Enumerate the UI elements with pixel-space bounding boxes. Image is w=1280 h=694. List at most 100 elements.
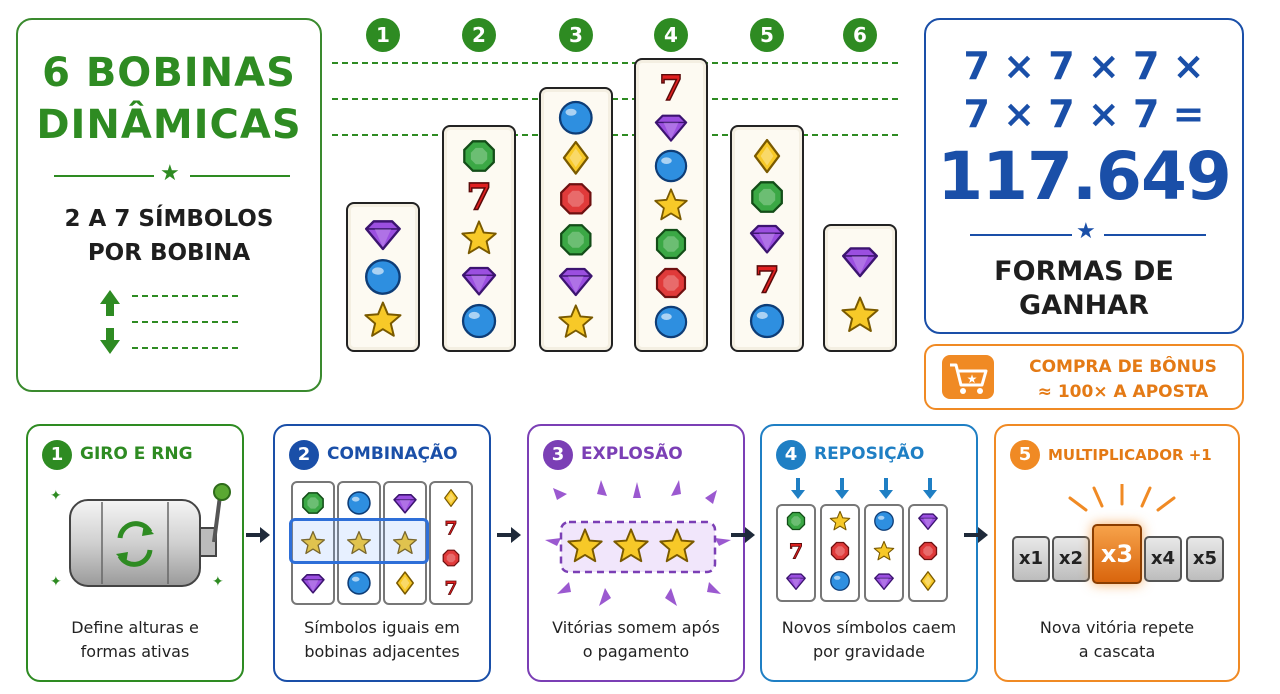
star-icon: ★ — [1076, 219, 1096, 244]
reels-subtitle-line2: POR BOBINA — [87, 240, 251, 266]
reel-symbol-orb-blue-icon — [363, 257, 403, 297]
svg-text:7: 7 — [466, 178, 491, 216]
reel-symbol-orb-blue-icon — [557, 99, 595, 137]
arrow-right-icon — [964, 527, 988, 543]
step-description: Nova vitória repete a cascata — [996, 616, 1238, 664]
reel-symbol-gem-purple-icon — [653, 109, 689, 145]
reel-symbol-gem-purple-icon — [460, 261, 498, 299]
winning-line-highlight — [289, 518, 429, 564]
step-header: 5 MULTIPLICADOR +1 — [1010, 440, 1232, 472]
reel-symbol-gem-purple-icon — [363, 214, 403, 254]
reel-symbol-octagon-green-icon — [557, 221, 595, 259]
mini-symbol-orb-blue-icon — [346, 490, 372, 516]
reel-symbol-star-gold-icon — [460, 219, 498, 257]
bonus-line2: ≈ 100× A APOSTA — [1037, 382, 1209, 402]
arrow-down-icon — [834, 478, 850, 504]
bonus-buy-panel[interactable]: ★ COMPRA DE BÔNUS ≈ 100× A APOSTA — [924, 344, 1244, 410]
reel-symbol-octagon-green-icon — [748, 178, 786, 216]
ways-label-line1: FORMAS DE — [994, 256, 1174, 287]
reel-symbol-diamond-gold-icon — [557, 139, 595, 177]
mini-symbol-gem-purple-icon — [300, 570, 326, 596]
reels-subtitle-line1: 2 A 7 SÍMBOLOS — [64, 206, 274, 232]
mini-symbol-diamond-gold-icon — [441, 488, 461, 508]
height-guide — [332, 134, 898, 136]
mini-symbol-octagon-red-icon — [441, 548, 461, 568]
slot-machine-drum-icon: ✦ ✦ ✦ — [50, 483, 231, 590]
divider-right — [190, 175, 290, 177]
step-title: MULTIPLICADOR +1 — [1048, 446, 1212, 464]
desc-line: por gravidade — [812, 642, 926, 661]
divider-left — [970, 234, 1072, 236]
arrow-down-icon — [878, 478, 894, 504]
reel-symbol-diamond-gold-icon — [748, 137, 786, 175]
reel-number-4: 4 — [654, 18, 688, 52]
step-title: COMBINAÇÃO — [327, 444, 458, 464]
ways-formula-line1: 7 × 7 × 7 × — [963, 44, 1205, 88]
cart-icon: ★ — [942, 355, 994, 399]
mini-symbol-octagon-green-icon — [300, 490, 326, 516]
refill-symbol-orb-blue-icon — [829, 570, 851, 592]
desc-line: Nova vitória repete — [1039, 618, 1195, 637]
svg-text:7: 7 — [659, 70, 683, 106]
reel-symbol-star-gold-icon — [557, 303, 595, 341]
desc-line: formas ativas — [80, 642, 190, 661]
refill-symbol-star-gold-icon — [829, 510, 851, 532]
reel-number-5: 5 — [750, 18, 784, 52]
arrow-right-icon — [246, 527, 270, 543]
svg-text:7: 7 — [789, 540, 804, 562]
refill-symbol-orb-blue-icon — [873, 510, 895, 532]
exploding-star-icon — [658, 527, 696, 565]
step-number: 4 — [776, 440, 806, 470]
arrow-right-icon — [731, 527, 755, 543]
desc-line: Define alturas e — [71, 618, 199, 637]
step-header: 3 EXPLOSÃO — [543, 440, 737, 472]
star-icon: ★ — [160, 161, 180, 186]
arrow-right-icon — [497, 527, 521, 543]
svg-text:✦: ✦ — [50, 488, 62, 504]
arrow-down-icon — [922, 478, 938, 504]
ways-panel: 7 × 7 × 7 × 7 × 7 × 7 = 117.649 ★ FORMAS… — [924, 18, 1244, 334]
height-range-icon — [100, 290, 242, 354]
step-number: 3 — [543, 440, 573, 470]
arrow-down-icon — [790, 478, 806, 504]
reel-symbol-seven-red-icon: 7 — [460, 175, 498, 220]
height-guide — [332, 62, 898, 64]
step-number: 2 — [289, 440, 319, 470]
svg-text:✦: ✦ — [212, 574, 224, 590]
reel-symbol-octagon-green-icon — [460, 137, 498, 175]
reel-symbol-gem-purple-icon — [557, 262, 595, 300]
step-number: 1 — [42, 440, 72, 470]
ways-total: 117.649 — [937, 138, 1232, 215]
reel-symbol-seven-red-icon: 7 — [653, 68, 689, 109]
reel-symbol-gem-purple-icon — [840, 241, 880, 281]
reel-symbol-octagon-red-icon — [557, 180, 595, 218]
exploding-star-icon — [566, 527, 604, 565]
step-description: Vitórias somem após o pagamento — [529, 616, 743, 664]
mini-symbol-diamond-gold-icon — [392, 570, 418, 596]
mini-symbol-star-gold-icon — [300, 530, 326, 556]
reel-number-3: 3 — [559, 18, 593, 52]
step-number: 5 — [1010, 440, 1040, 470]
step-description: Novos símbolos caem por gravidade — [762, 616, 976, 664]
reel-symbol-orb-blue-icon — [748, 302, 786, 340]
divider-left — [54, 175, 154, 177]
refill-symbol-gem-purple-icon — [873, 570, 895, 592]
multiplier-cell: x5 — [1186, 536, 1224, 582]
reels-info-panel: 6 BOBINAS DINÂMICAS ★ 2 A 7 SÍMBOLOS POR… — [16, 18, 322, 392]
reels-title-line1: 6 BOBINAS — [42, 50, 296, 96]
reel-symbol-octagon-green-icon — [653, 226, 689, 262]
glow-rays-icon — [1068, 484, 1176, 512]
refill-symbol-gem-purple-icon — [917, 510, 939, 532]
refill-symbol-diamond-purple-icon — [785, 570, 807, 592]
refill-symbol-star-gold-icon — [873, 540, 895, 562]
multiplier-cell: x1 — [1012, 536, 1050, 582]
reel-symbol-orb-blue-icon — [653, 148, 689, 184]
mini-symbol-seven-red-icon: 7 — [441, 577, 461, 600]
step-header: 2 COMBINAÇÃO — [289, 440, 483, 472]
multiplier-cell: x4 — [1144, 536, 1182, 582]
ways-label-line2: GANHAR — [1019, 290, 1149, 321]
reel-symbol-gem-purple-icon — [748, 219, 786, 257]
mini-symbol-star-gold-icon — [392, 530, 418, 556]
desc-line: Símbolos iguais em — [304, 618, 460, 637]
reel-symbol-octagon-red-icon — [653, 265, 689, 301]
